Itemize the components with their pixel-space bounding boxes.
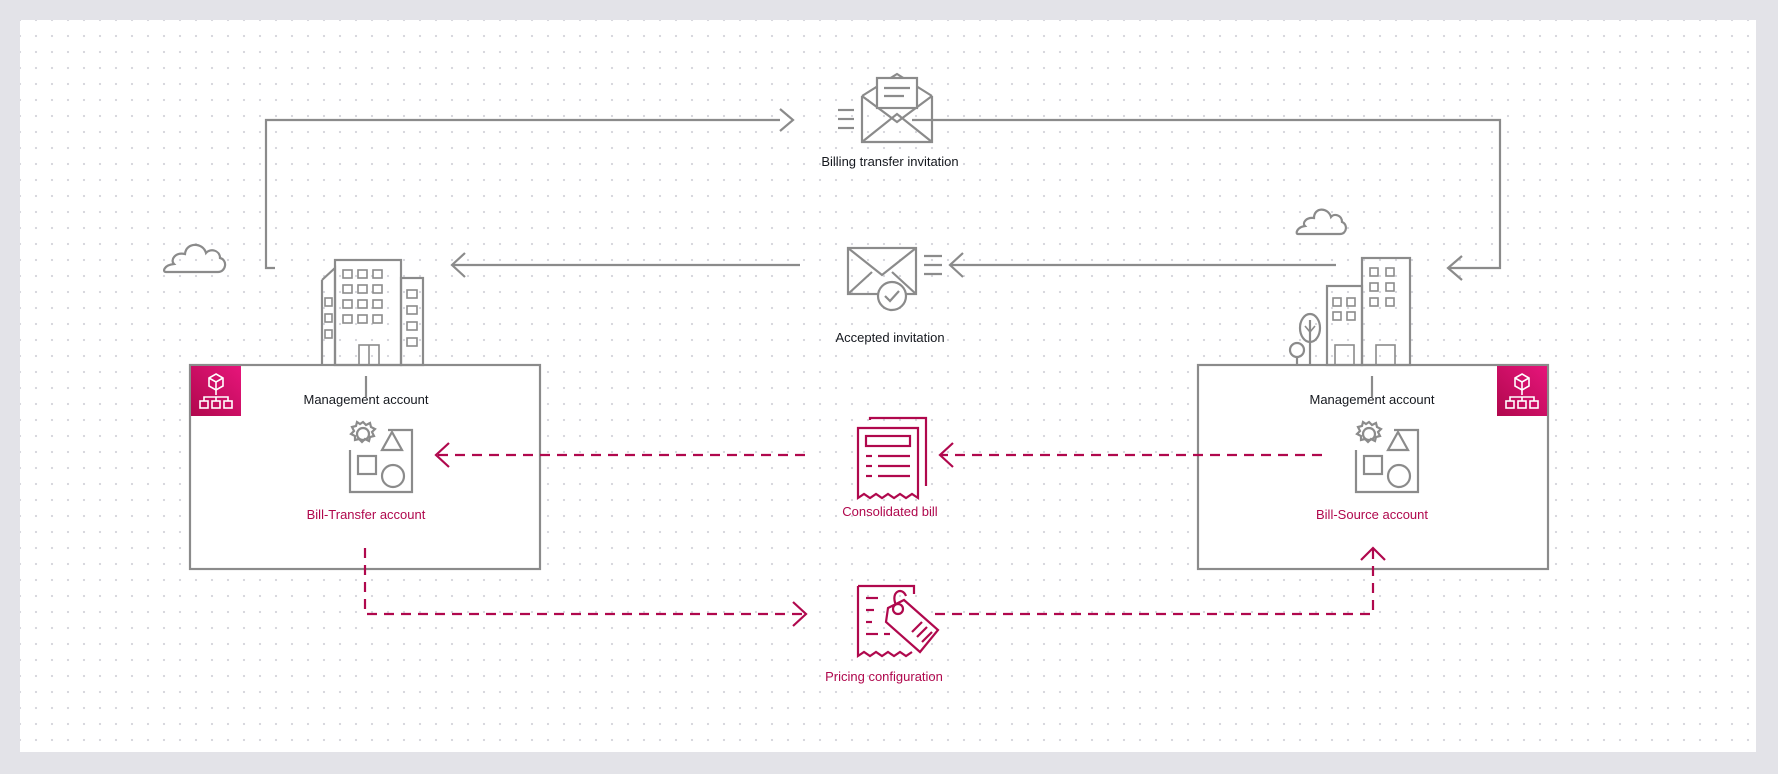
left-management-account-label: Management account: [303, 392, 428, 407]
right-management-account-label: Management account: [1309, 392, 1434, 407]
billing-transfer-diagram: Billing transfer invitation Accepted inv…: [163, 72, 1550, 684]
envelope-open-icon: [838, 72, 934, 144]
envelope-check-icon: [846, 246, 942, 312]
account-resources-icon: [348, 420, 414, 494]
bill-transfer-account-label: Bill-Transfer account: [307, 507, 426, 522]
cloud-icon: [163, 243, 227, 274]
office-building-icon: [1288, 256, 1412, 367]
billing-transfer-invitation-label: Billing transfer invitation: [821, 154, 958, 169]
bill-source-account-label: Bill-Source account: [1316, 507, 1428, 522]
pricing-path-right: [935, 548, 1375, 616]
organizations-icon: [191, 366, 241, 416]
pricing-arrowhead-right: [1360, 546, 1386, 561]
consolidated-bill-arrowhead-mid: [938, 442, 954, 468]
accepted-invitation-label: Accepted invitation: [835, 330, 944, 345]
organizations-icon: [1497, 366, 1547, 416]
invitation-path-right: [912, 118, 1502, 270]
price-tag-receipt-icon: [856, 584, 940, 659]
accepted-arrowhead-left: [450, 252, 466, 278]
invitation-path-left: [264, 118, 780, 270]
pricing-configuration-label: Pricing configuration: [825, 669, 943, 684]
consolidated-bill-label: Consolidated bill: [842, 504, 938, 519]
invitation-arrowhead: [779, 108, 795, 132]
invitation-right-arrowhead: [1446, 255, 1463, 281]
pricing-path-left: [363, 548, 805, 616]
consolidated-bill-arrowhead-left: [434, 442, 450, 468]
consolidated-bill-icon: [856, 416, 928, 501]
office-building-icon: [320, 258, 425, 367]
diagram-canvas: Billing transfer invitation Accepted inv…: [20, 20, 1756, 752]
account-resources-icon: [1354, 420, 1420, 494]
accepted-arrowhead-mid: [948, 252, 964, 278]
pricing-arrowhead-mid: [792, 601, 808, 627]
cloud-icon: [1295, 208, 1347, 236]
